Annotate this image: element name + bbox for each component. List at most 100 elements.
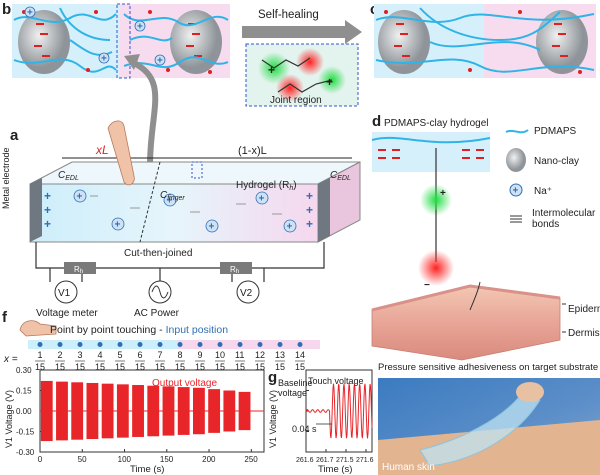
chart-f-xtick-label: 50 [78,455,87,464]
clay-surface-charges [378,149,484,159]
touch-position-dot [257,342,263,347]
touch-position-dot [177,342,183,347]
chart-g-xtick-label: 261.7 [316,457,334,464]
cut-line [139,161,161,243]
touch-position-dot [137,342,143,347]
legend-pdmaps: PDMAPS [534,126,577,137]
legend-nano-clay: Nano-clay [534,156,579,167]
position-denominator: 15 [175,362,185,372]
position-denominator: 15 [55,362,65,372]
x-equals-label: x = [3,354,18,365]
chart-f-signal [40,380,264,442]
bond-legend-icon [510,215,522,223]
electrode-double-layer: +++ +++ [44,189,313,231]
svg-text:+: + [137,22,143,33]
na-ion-dots [384,10,582,74]
chart-f-ytick-label: 0.00 [16,407,32,416]
position-numerator: 13 [275,350,285,360]
position-denominator: 15 [295,362,305,372]
pdmaps-clay-hydrogel-title: PDMAPS-clay hydrogel [384,118,488,129]
position-denominator: 15 [115,362,125,372]
svg-text:+: + [306,189,313,203]
joint-region-label: Joint region [270,95,322,106]
position-denominator: 15 [95,362,105,372]
joint-selection-box [116,3,131,79]
chart-g-xlabel: Time (s) [318,464,352,475]
hydrogel-top-face [29,161,361,185]
one-minus-xl-label: (1-x)L [238,145,267,157]
position-denominator: 15 [235,362,245,372]
position-numerator: 9 [198,350,203,360]
strip-left [28,340,178,349]
position-denominator: 15 [275,362,285,372]
xl-label: xL [95,143,109,157]
voltmeter-v1 [54,280,78,304]
touch-positions: 1152153154155156157158159151015111512151… [35,342,305,372]
legend-na: Na⁺ [534,186,552,197]
position-denominator: 15 [255,362,265,372]
epidermis-layer [371,284,561,312]
chart-f-xtick-label: 250 [244,455,258,464]
sine-icon [151,285,169,299]
legend-bonds-wrap: Intermolecular bonds [532,208,595,230]
chart-f-ylabel: V1 Voltage (V) [4,390,14,448]
panel-b: b + + + + Self-healing [2,1,362,107]
c-finger-label: Cfinger [160,190,185,202]
plus-charge: + [440,188,446,199]
panel-label-g: g [268,369,277,386]
resistor-left-label: Rh [74,265,83,275]
chart-f-xtick-label: 100 [118,455,132,464]
position-numerator: 10 [215,350,225,360]
svg-text:+: + [209,222,215,233]
position-numerator: 2 [58,350,63,360]
touch-position-dot [157,342,163,347]
svg-text:+: + [259,194,265,205]
panel-d: d PDMAPS-clay hydrogel + − Epidermis Der… [371,113,600,373]
svg-text:+: + [101,54,107,65]
position-numerator: 12 [255,350,265,360]
self-healing-arrow [242,20,362,44]
svg-text:+: + [287,222,293,233]
left-metal-electrode [30,178,42,242]
voltmeter-v2 [236,280,260,304]
na-ion-markers: + + + + [24,6,166,67]
panel-label-f: f [2,309,8,326]
gel-ions: + + + + + + [73,189,297,233]
position-denominator: 15 [75,362,85,372]
chart-f-xtick-label: 150 [160,455,174,464]
resistor-right-label: Rh [230,265,239,275]
touch-position-dot [37,342,43,347]
position-denominator: 15 [195,362,205,372]
sulfonate-group [418,250,454,286]
v2-label: V2 [240,288,253,299]
zoom-arrow-head [124,54,140,70]
position-numerator: 1 [38,350,43,360]
zwitterion-structure [261,57,333,93]
chart-g-signal [305,382,373,439]
chart-g-xtick-label: 271.5 [336,457,354,464]
chart-f-xlabel: Time (s) [130,464,164,475]
negative-group-glow [296,48,324,76]
position-denominator: 15 [135,362,145,372]
legend: PDMAPS Nano-clay + Na⁺ Intermolecular bo… [505,126,595,230]
ion-flow-arrows [90,195,282,215]
position-numerator: 14 [295,350,305,360]
chart-g-xtick-label: 261.6 [296,457,314,464]
hair [469,281,481,311]
panel-a: a xL (1-x)L Metal electrode +++ +++ CEDL… [1,54,361,319]
panel-c: c [370,1,596,78]
touch-position-dot [57,342,63,347]
panel-label-d: d [372,113,381,130]
nano-clay-legend-icon [506,148,526,172]
svg-text:+: + [306,203,313,217]
pdmaps-legend-icon [505,129,529,134]
chart-f-xtick-label: 200 [202,455,216,464]
plus-charge: + [326,75,333,89]
na-legend-icon [509,183,523,197]
svg-text:+: + [27,8,33,19]
stretched-hydrogel-film [419,395,541,467]
finger-icon [19,320,57,337]
svg-text:+: + [44,189,51,203]
position-numerator: 8 [178,350,183,360]
